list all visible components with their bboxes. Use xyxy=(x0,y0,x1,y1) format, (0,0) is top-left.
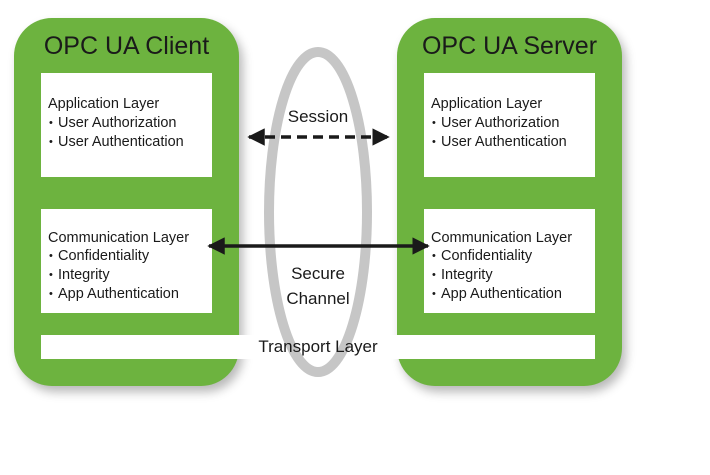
server-app-item: User Authorization xyxy=(432,114,567,133)
client-communication-layer-list: Confidentiality Integrity App Authentica… xyxy=(49,247,179,304)
client-app-item: User Authentication xyxy=(49,133,184,152)
server-application-layer-title: Application Layer xyxy=(431,96,543,112)
server-communication-layer-list: Confidentiality Integrity App Authentica… xyxy=(432,247,562,304)
transport-layer-bar xyxy=(41,335,595,359)
client-application-layer-title: Application Layer xyxy=(48,96,160,112)
client-application-layer-list: User Authorization User Authentication xyxy=(49,114,184,152)
secure-channel-ring xyxy=(264,47,372,377)
server-comm-item: Confidentiality xyxy=(432,247,562,266)
secure-channel-label: Secure Channel xyxy=(268,261,368,311)
client-comm-item: Integrity xyxy=(49,266,179,285)
secure-channel-label-line: Channel xyxy=(286,289,350,308)
transport-layer-label: Transport Layer xyxy=(258,337,378,356)
server-application-layer-box: Application Layer User Authorization Use… xyxy=(424,73,595,177)
server-comm-item: App Authentication xyxy=(432,285,562,304)
server-comm-item: Integrity xyxy=(432,266,562,285)
session-label: Session xyxy=(287,107,349,126)
client-communication-layer-box: Communication Layer Confidentiality Inte… xyxy=(41,209,212,313)
server-application-layer-list: User Authorization User Authentication xyxy=(432,114,567,152)
client-app-item: User Authorization xyxy=(49,114,184,133)
server-communication-layer-title: Communication Layer xyxy=(431,230,573,246)
server-title: OPC UA Server xyxy=(421,32,598,60)
secure-channel-label-line: Secure xyxy=(291,264,345,283)
server-communication-layer-box: Communication Layer Confidentiality Inte… xyxy=(424,209,595,313)
client-application-layer-box: Application Layer User Authorization Use… xyxy=(41,73,212,177)
client-comm-item: App Authentication xyxy=(49,285,179,304)
client-communication-layer-title: Communication Layer xyxy=(48,230,190,246)
client-comm-item: Confidentiality xyxy=(49,247,179,266)
client-title: OPC UA Client xyxy=(43,32,210,60)
server-app-item: User Authentication xyxy=(432,133,567,152)
